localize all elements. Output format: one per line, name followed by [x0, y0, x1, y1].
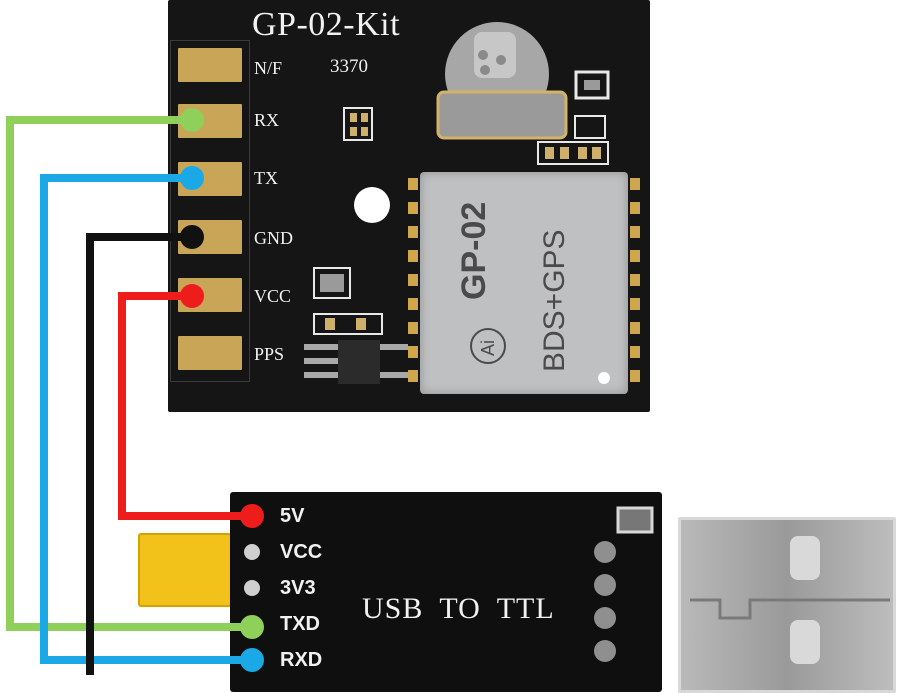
usb-details [244, 506, 890, 664]
wire-end-rxd [240, 648, 264, 672]
pin-label-rx: RX [254, 110, 280, 130]
wire-end-rx [180, 108, 204, 132]
module-logo [470, 328, 610, 384]
wiring [6, 108, 264, 675]
pin-label-nf: N/F [254, 58, 283, 78]
wire-vcc-5v [118, 292, 252, 520]
gp02-code: 3370 [330, 56, 368, 77]
mounting-hole [354, 187, 390, 223]
usb-pin-5v: 5V [280, 505, 305, 527]
gp02-module [420, 172, 628, 394]
usb-pin-txd: TXD [280, 613, 320, 635]
gp02-title: GP-02-Kit [252, 6, 401, 43]
pin-label-gnd: GND [254, 228, 293, 248]
usb-ttl-title: USB TO TTL [362, 592, 555, 625]
pin-label-pps: PPS [254, 344, 285, 364]
usb-pin-3v3: 3V3 [280, 577, 316, 599]
sot-chip [338, 340, 380, 384]
gp02-details [304, 22, 640, 384]
wire-end-tx [180, 166, 204, 190]
wire-end-gnd [180, 225, 204, 249]
pad-outline [170, 40, 250, 382]
wire-end-vcc [180, 284, 204, 308]
usb-ttl-board [230, 492, 662, 692]
pin-label-tx: TX [254, 168, 278, 188]
wire-tx-rxd [40, 174, 252, 664]
usb-a-connector [678, 517, 896, 693]
usb-pin-rxd: RXD [280, 649, 323, 671]
usb-pin-vcc: VCC [280, 541, 323, 563]
pad-nf [178, 48, 242, 82]
pad-pps [178, 336, 242, 370]
wire-rx-txd [6, 116, 252, 631]
wire-end-5v [240, 504, 264, 528]
wire-end-txd [240, 615, 264, 639]
wire-gnd [86, 233, 192, 675]
pin-label-vcc: VCC [254, 286, 292, 306]
